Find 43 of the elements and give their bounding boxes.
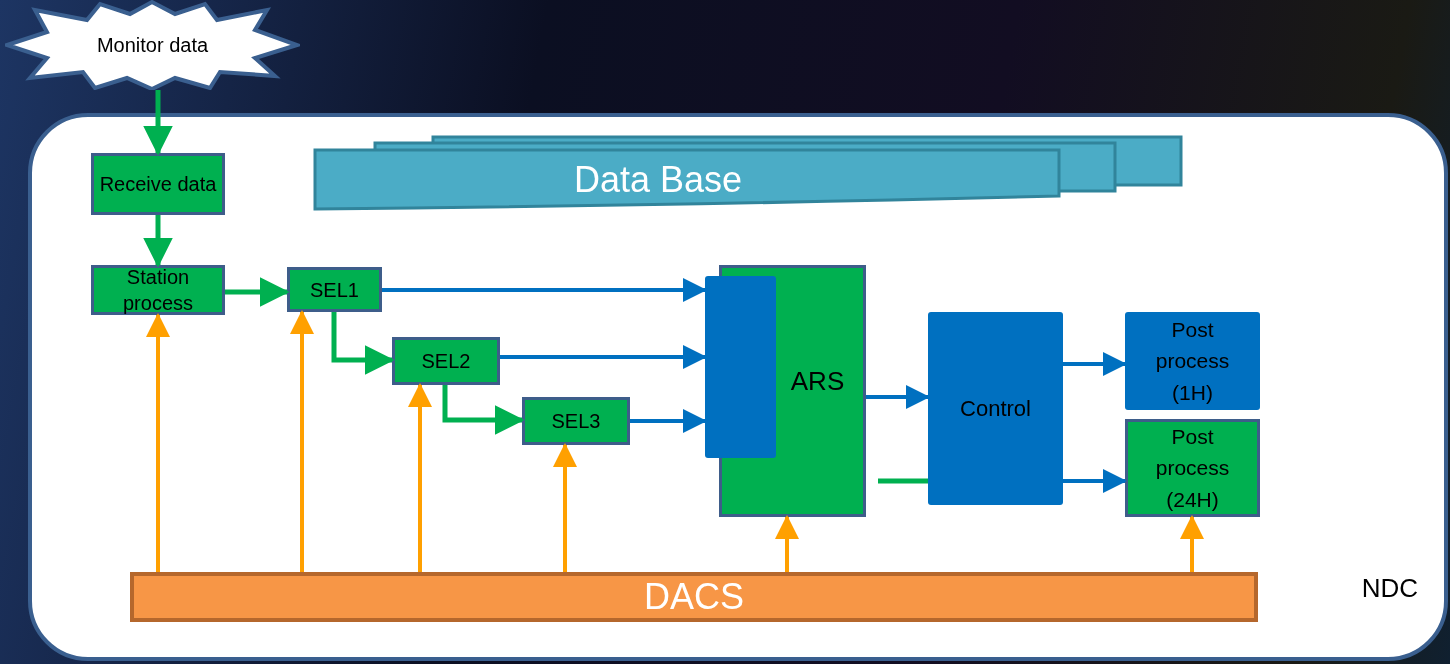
node-label: DACS [643,575,745,619]
arrow [500,345,707,369]
arrow [331,312,395,375]
process-box [392,337,500,385]
node-label: Post process (1H) [1154,316,1231,406]
arrow [290,310,314,572]
panel-label: NDC [1361,572,1418,605]
database-stack [313,135,1183,211]
arrow [866,385,930,409]
node-label: SEL3 [550,409,602,434]
arrow [775,515,799,572]
process-box [522,397,630,445]
arrow [553,443,577,572]
arrow [146,313,170,572]
process-box [91,153,225,215]
process-box [91,265,225,315]
node-label: Station process [122,265,194,316]
node-label: Control [959,395,1032,423]
node-label: SEL1 [309,277,360,303]
process-bar [130,572,1258,622]
starburst-shape [5,0,300,90]
node-label: Monitor data [95,33,210,58]
arrow [382,278,707,302]
panel [28,113,1448,661]
arrow [442,385,525,435]
arrow [1063,469,1127,493]
arrow [408,383,432,572]
process-box [287,267,382,312]
node-label: Data Base [573,158,743,202]
process-box [1125,419,1260,517]
process-box [1125,312,1260,410]
node-label: SEL2 [420,349,472,374]
arrow [630,409,707,433]
arrow [143,215,173,268]
arrow [1063,352,1127,376]
input-block [705,276,776,458]
arrow [1180,515,1204,572]
node-label: Receive data [98,172,218,197]
node-label: ARS [790,364,845,398]
arrow [225,277,290,307]
arrow [143,90,173,156]
process-box [928,312,1063,505]
node-label: Post process (24H) [1154,423,1231,513]
